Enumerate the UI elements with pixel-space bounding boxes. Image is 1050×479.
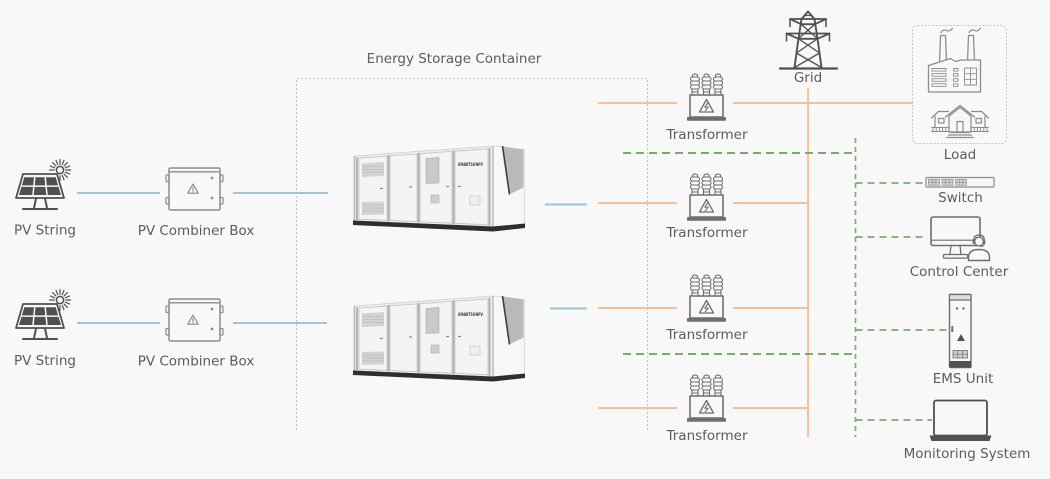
transformer-label: Transformer [665, 428, 747, 444]
combiner-box-icon [165, 167, 224, 211]
grid-label: Grid [794, 70, 822, 86]
ems-unit-label: EMS Unit [933, 371, 994, 387]
transformer-node: Transformer [665, 173, 748, 241]
grid-node: Grid [778, 10, 839, 86]
pv-string-label: PV String [14, 353, 76, 369]
pv-storage-power-lines [77, 192, 587, 324]
laptop-icon [928, 399, 993, 442]
switch-node: Switch [925, 176, 995, 206]
solar-panel-icon [15, 158, 72, 210]
transformer-node: Transformer [665, 73, 748, 143]
transformer-node: Transformer [665, 274, 748, 343]
ems-cabinet-icon [948, 293, 972, 369]
transformer-icon [686, 173, 727, 222]
control-center-icon [930, 216, 991, 262]
transmission-tower-icon [778, 10, 839, 70]
control-center-node: Control Center [910, 216, 1009, 280]
storage-cabinet-node: SMARTSUNPV [352, 145, 526, 233]
cabinet-brand-text: SMARTSUNPV [458, 312, 484, 317]
combiner-box-icon [165, 298, 224, 342]
pv-string-node: PV String [14, 288, 76, 369]
monitoring-system-node: Monitoring System [904, 399, 1031, 462]
grid-power-lines [598, 88, 913, 437]
solar-panel-icon [15, 288, 72, 340]
pv-branch-2: PV String PV Combiner Box SMARTSUNPV [14, 288, 526, 383]
transformer-icon [686, 73, 727, 122]
load-dotted-border [912, 25, 1007, 144]
cabinet-brand-text: SMARTSUNPV [458, 162, 484, 167]
transformer-icon [686, 374, 727, 423]
transformer-icon [686, 274, 727, 323]
transformer-label: Transformer [665, 225, 747, 241]
storage-cabinet-image [352, 145, 526, 233]
transformer-node: Transformer [665, 374, 748, 444]
control-center-label: Control Center [910, 264, 1009, 280]
load-label: Load [944, 147, 976, 163]
pv-combiner-box-node: PV Combiner Box [138, 167, 255, 239]
storage-cabinet-node: SMARTSUNPV [352, 295, 526, 383]
storage-cabinet-image [352, 295, 526, 383]
pv-combiner-box-label: PV Combiner Box [138, 223, 255, 239]
energy-storage-container-group: Energy Storage Container [296, 51, 648, 430]
storage-group-label: Energy Storage Container [367, 51, 542, 67]
pv-string-label: PV String [14, 223, 76, 239]
pv-branch-1: PV String PV Combiner Box SMARTSUNPV [14, 145, 526, 239]
communication-lines [623, 138, 949, 437]
ems-unit-node: EMS Unit [933, 293, 994, 387]
pv-combiner-box-label: PV Combiner Box [138, 354, 255, 370]
network-switch-icon [925, 176, 995, 188]
monitoring-system-label: Monitoring System [904, 446, 1031, 462]
transformer-label: Transformer [665, 327, 747, 343]
factory-icon [927, 27, 982, 93]
load-node: Load [912, 25, 1007, 163]
pv-combiner-box-node: PV Combiner Box [138, 298, 255, 370]
transformer-label: Transformer [665, 127, 747, 143]
switch-label: Switch [938, 190, 983, 206]
house-icon [930, 104, 990, 139]
pv-string-node: PV String [14, 158, 76, 239]
